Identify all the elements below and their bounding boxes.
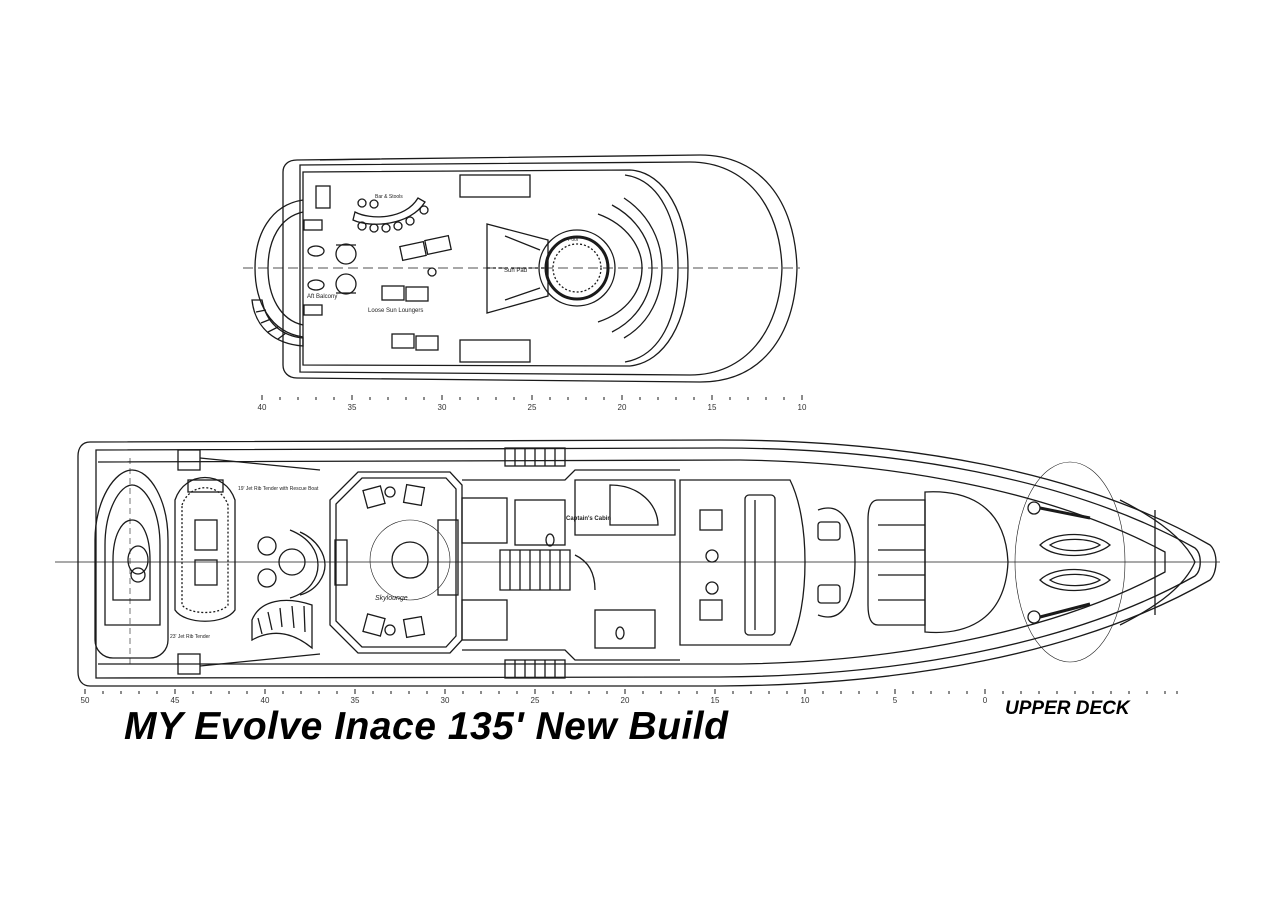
aft-balcony [254,199,304,338]
scale-tick-label: 0 [983,696,988,705]
scale-tick-label: 45 [171,696,180,705]
skylounge-armchairs [362,483,426,639]
skylounge [329,471,463,654]
upper-deck-plan: Skylounge Captain's Cabin 19' Jet Rib Te… [55,439,1220,705]
page-title: MY Evolve Inace 135' New Build [124,705,729,748]
scale-tick-label: 25 [531,696,540,705]
wheelhouse-console [817,507,856,618]
sun-deck-inner-outline [299,161,783,376]
sun-pad [486,223,549,314]
scale-tick-label: 20 [618,403,627,412]
scale-tick-label: 50 [81,696,90,705]
aft-balcony-label: Aft Balcony [307,294,337,300]
pool-label: Pool [568,237,578,243]
skylounge-label: Skylounge [375,595,408,602]
bar-stools-label: Bar & Stools [375,194,403,200]
wheelhouse [679,479,806,646]
aft-deck-stair [251,599,313,650]
loose-sun-loungers [381,234,452,351]
loose-sun-loungers-label: Loose Sun Loungers [368,308,423,314]
scale-tick-label: 10 [798,403,807,412]
scale-tick-label: 10 [801,696,810,705]
sun-deck-outline [282,154,798,383]
aft-deck-seating [299,531,326,596]
tender-19-jet-rib [174,477,236,622]
sun-deck-plan: Aft Balcony Loose Sun Loungers Sun Pad P… [243,154,807,412]
scale-tick-label: 30 [441,696,450,705]
scale-tick-label: 5 [893,696,898,705]
scale-tick-label: 30 [438,403,447,412]
deck-label: UPPER DECK [1005,698,1130,719]
scale-tick-label: 35 [348,403,357,412]
upper-deck-inner-outline [95,447,1201,679]
bar-counter [352,197,426,225]
davit-stbd [177,449,201,471]
day-head [594,609,656,649]
skylounge-round-table [391,541,429,579]
scale-tick-label: 35 [351,696,360,705]
bar-stools [357,198,429,233]
scale-tick-label: 15 [711,696,720,705]
central-stair [499,549,571,591]
tender-23-jet-rib [94,469,169,659]
captains-cabin [574,479,676,536]
tender-23-label: 23' Jet Rib Tender [170,634,210,640]
anchor-windlass [1027,501,1091,624]
scale-tick-label: 40 [258,403,267,412]
scale-tick-label: 40 [261,696,270,705]
sun-pad-label: Sun Pad [504,268,527,274]
sun-deck-scale-bar [261,395,803,400]
foredeck-seat [867,499,926,626]
davit-port [177,653,201,675]
upper-deck-scale-bar [84,689,1178,694]
scale-tick-label: 15 [708,403,717,412]
scale-tick-label: 25 [528,403,537,412]
captains-cabin-label: Captain's Cabin [566,516,611,522]
upper-deck-hull-outline [77,439,1217,687]
scale-tick-label: 20 [621,696,630,705]
day-head [514,499,566,546]
sun-deck-stair [251,299,304,347]
bow-pod [1039,568,1111,592]
tender-19-label: 19' Jet Rib Tender with Rescue Boat [238,486,319,492]
bow-pod [1039,533,1111,557]
